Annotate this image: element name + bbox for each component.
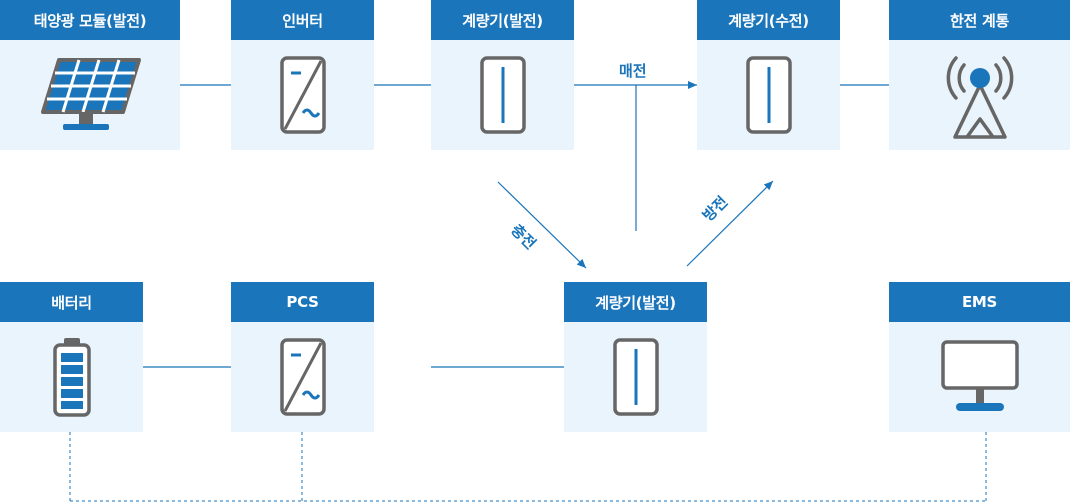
inverter-title: 인버터 xyxy=(231,0,374,40)
battery-title: 배터리 xyxy=(0,282,143,322)
meter-icon xyxy=(745,56,792,134)
meter-icon xyxy=(479,56,526,134)
meter-receiving-title: 계량기(수전) xyxy=(697,0,840,40)
meter-generation-top-node: 계량기(발전) xyxy=(431,0,574,150)
grid-node: 한전 계통 xyxy=(889,0,1070,150)
solar-module-node: 태양광 모듈(발전) xyxy=(0,0,180,150)
discharge-arrow xyxy=(686,180,774,267)
ems-node: EMS xyxy=(889,282,1070,432)
ems-title: EMS xyxy=(889,282,1070,322)
battery-node: 배터리 xyxy=(0,282,143,432)
meter-generation-top-title: 계량기(발전) xyxy=(431,0,574,40)
solar-panel-icon xyxy=(41,58,141,130)
pcs-icon xyxy=(279,338,326,416)
monitor-icon xyxy=(940,340,1019,411)
inverter-node: 인버터 xyxy=(231,0,374,150)
inverter-icon xyxy=(279,56,326,134)
pcs-title: PCS xyxy=(231,282,374,322)
meter-generation-bottom-node: 계량기(발전) xyxy=(564,282,707,432)
charge-arrow xyxy=(497,181,587,269)
meter-receiving-node: 계량기(수전) xyxy=(697,0,840,150)
meter-icon xyxy=(612,338,659,416)
battery-icon xyxy=(52,338,91,417)
sell-label: 매전 xyxy=(619,62,647,80)
transmission-tower-icon xyxy=(946,56,1013,139)
meter-generation-bottom-title: 계량기(발전) xyxy=(564,282,707,322)
solar-module-title: 태양광 모듈(발전) xyxy=(0,0,180,40)
grid-title: 한전 계통 xyxy=(889,0,1070,40)
pcs-node: PCS xyxy=(231,282,374,432)
